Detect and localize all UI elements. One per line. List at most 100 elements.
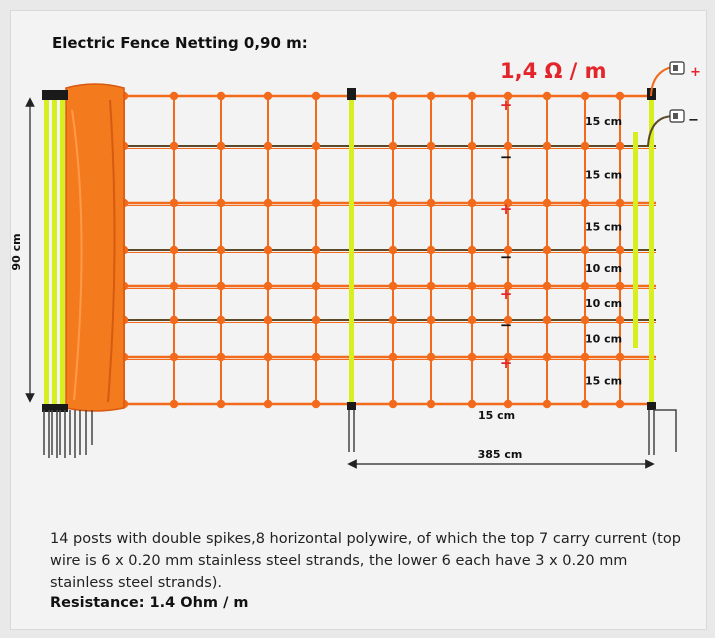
- minus-polarity: −: [500, 316, 513, 334]
- knot: [216, 399, 226, 409]
- plus-polarity: +: [500, 285, 513, 303]
- post-cap: [347, 88, 356, 100]
- product-description: 14 posts with double spikes,8 horizontal…: [50, 531, 681, 591]
- horizontal-polywires: [120, 94, 656, 406]
- knot: [615, 91, 625, 101]
- plus-polarity: +: [500, 354, 513, 372]
- spacing-label: 10 cm: [585, 297, 622, 310]
- knot: [542, 91, 552, 101]
- knot: [542, 315, 552, 325]
- knot: [311, 91, 321, 101]
- knot: [169, 352, 179, 362]
- knot: [503, 399, 513, 409]
- knot: [467, 352, 477, 362]
- knot: [503, 141, 513, 151]
- knot: [542, 245, 552, 255]
- plus-connector: +: [650, 61, 701, 97]
- knot: [216, 91, 226, 101]
- knot: [388, 315, 398, 325]
- minus-sign: −: [688, 113, 699, 128]
- knot: [263, 315, 273, 325]
- knot: [216, 352, 226, 362]
- knot: [503, 315, 513, 325]
- knot: [426, 352, 436, 362]
- resistance-text: Resistance: 1.4 Ohm / m: [50, 595, 249, 611]
- knot: [311, 399, 321, 409]
- knot: [216, 315, 226, 325]
- knot: [467, 91, 477, 101]
- knot: [467, 245, 477, 255]
- knot: [580, 141, 590, 151]
- spacing-label: 15 cm: [585, 169, 622, 182]
- spacing-label: 15 cm: [585, 115, 622, 128]
- knot: [467, 399, 477, 409]
- knot: [426, 141, 436, 151]
- knot: [426, 399, 436, 409]
- minus-polarity: −: [500, 148, 513, 166]
- knot: [580, 245, 590, 255]
- knot: [615, 315, 625, 325]
- post-foot: [42, 404, 68, 412]
- spacing-label: 10 cm: [585, 262, 622, 275]
- knot: [503, 198, 513, 208]
- knot: [426, 245, 436, 255]
- knot: [311, 141, 321, 151]
- spacing-label: 10 cm: [585, 333, 622, 346]
- knot: [426, 315, 436, 325]
- knot: [216, 281, 226, 291]
- knot: [169, 399, 179, 409]
- knot: [426, 198, 436, 208]
- height-label: 90 cm: [10, 233, 23, 270]
- knot: [216, 198, 226, 208]
- knot: [216, 141, 226, 151]
- knot: [263, 281, 273, 291]
- knot: [467, 198, 477, 208]
- post: [60, 94, 65, 410]
- height-dimension: 90 cm: [10, 97, 35, 403]
- knot: [615, 399, 625, 409]
- knot: [263, 399, 273, 409]
- plus-polarity: +: [500, 96, 513, 114]
- knot: [467, 315, 477, 325]
- length-label: 385 cm: [478, 448, 523, 461]
- plus-polarity: +: [500, 200, 513, 218]
- left-post-bundle: [42, 90, 93, 458]
- knot: [542, 281, 552, 291]
- knot: [615, 198, 625, 208]
- knot: [169, 315, 179, 325]
- knot: [169, 91, 179, 101]
- spacing-label: 15 cm: [585, 375, 622, 388]
- spacing-labels: 15 cm 15 cm 15 cm 10 cm 10 cm 10 cm 15 cm: [585, 115, 622, 388]
- knot: [216, 245, 226, 255]
- knot: [580, 198, 590, 208]
- knot: [580, 315, 590, 325]
- knot: [263, 141, 273, 151]
- knot: [263, 245, 273, 255]
- knot: [580, 352, 590, 362]
- knot: [388, 91, 398, 101]
- knot: [169, 245, 179, 255]
- knot: [169, 141, 179, 151]
- rolled-netting: [65, 83, 125, 412]
- knot: [615, 141, 625, 151]
- knot: [542, 198, 552, 208]
- polarity-signs: +−+−+−+: [500, 96, 513, 372]
- knot: [580, 91, 590, 101]
- knot: [388, 245, 398, 255]
- knot: [580, 281, 590, 291]
- post-foot: [647, 402, 656, 410]
- knot: [388, 141, 398, 151]
- ground-spikes: [348, 410, 355, 452]
- knot: [615, 352, 625, 362]
- knot: [467, 141, 477, 151]
- spacing-label: 15 cm: [585, 221, 622, 234]
- minus-connector: −: [647, 109, 699, 147]
- knot: [388, 399, 398, 409]
- knot: [503, 91, 513, 101]
- knot: [263, 198, 273, 208]
- knot: [467, 281, 477, 291]
- knot: [615, 281, 625, 291]
- knot: [311, 198, 321, 208]
- post: [44, 94, 49, 410]
